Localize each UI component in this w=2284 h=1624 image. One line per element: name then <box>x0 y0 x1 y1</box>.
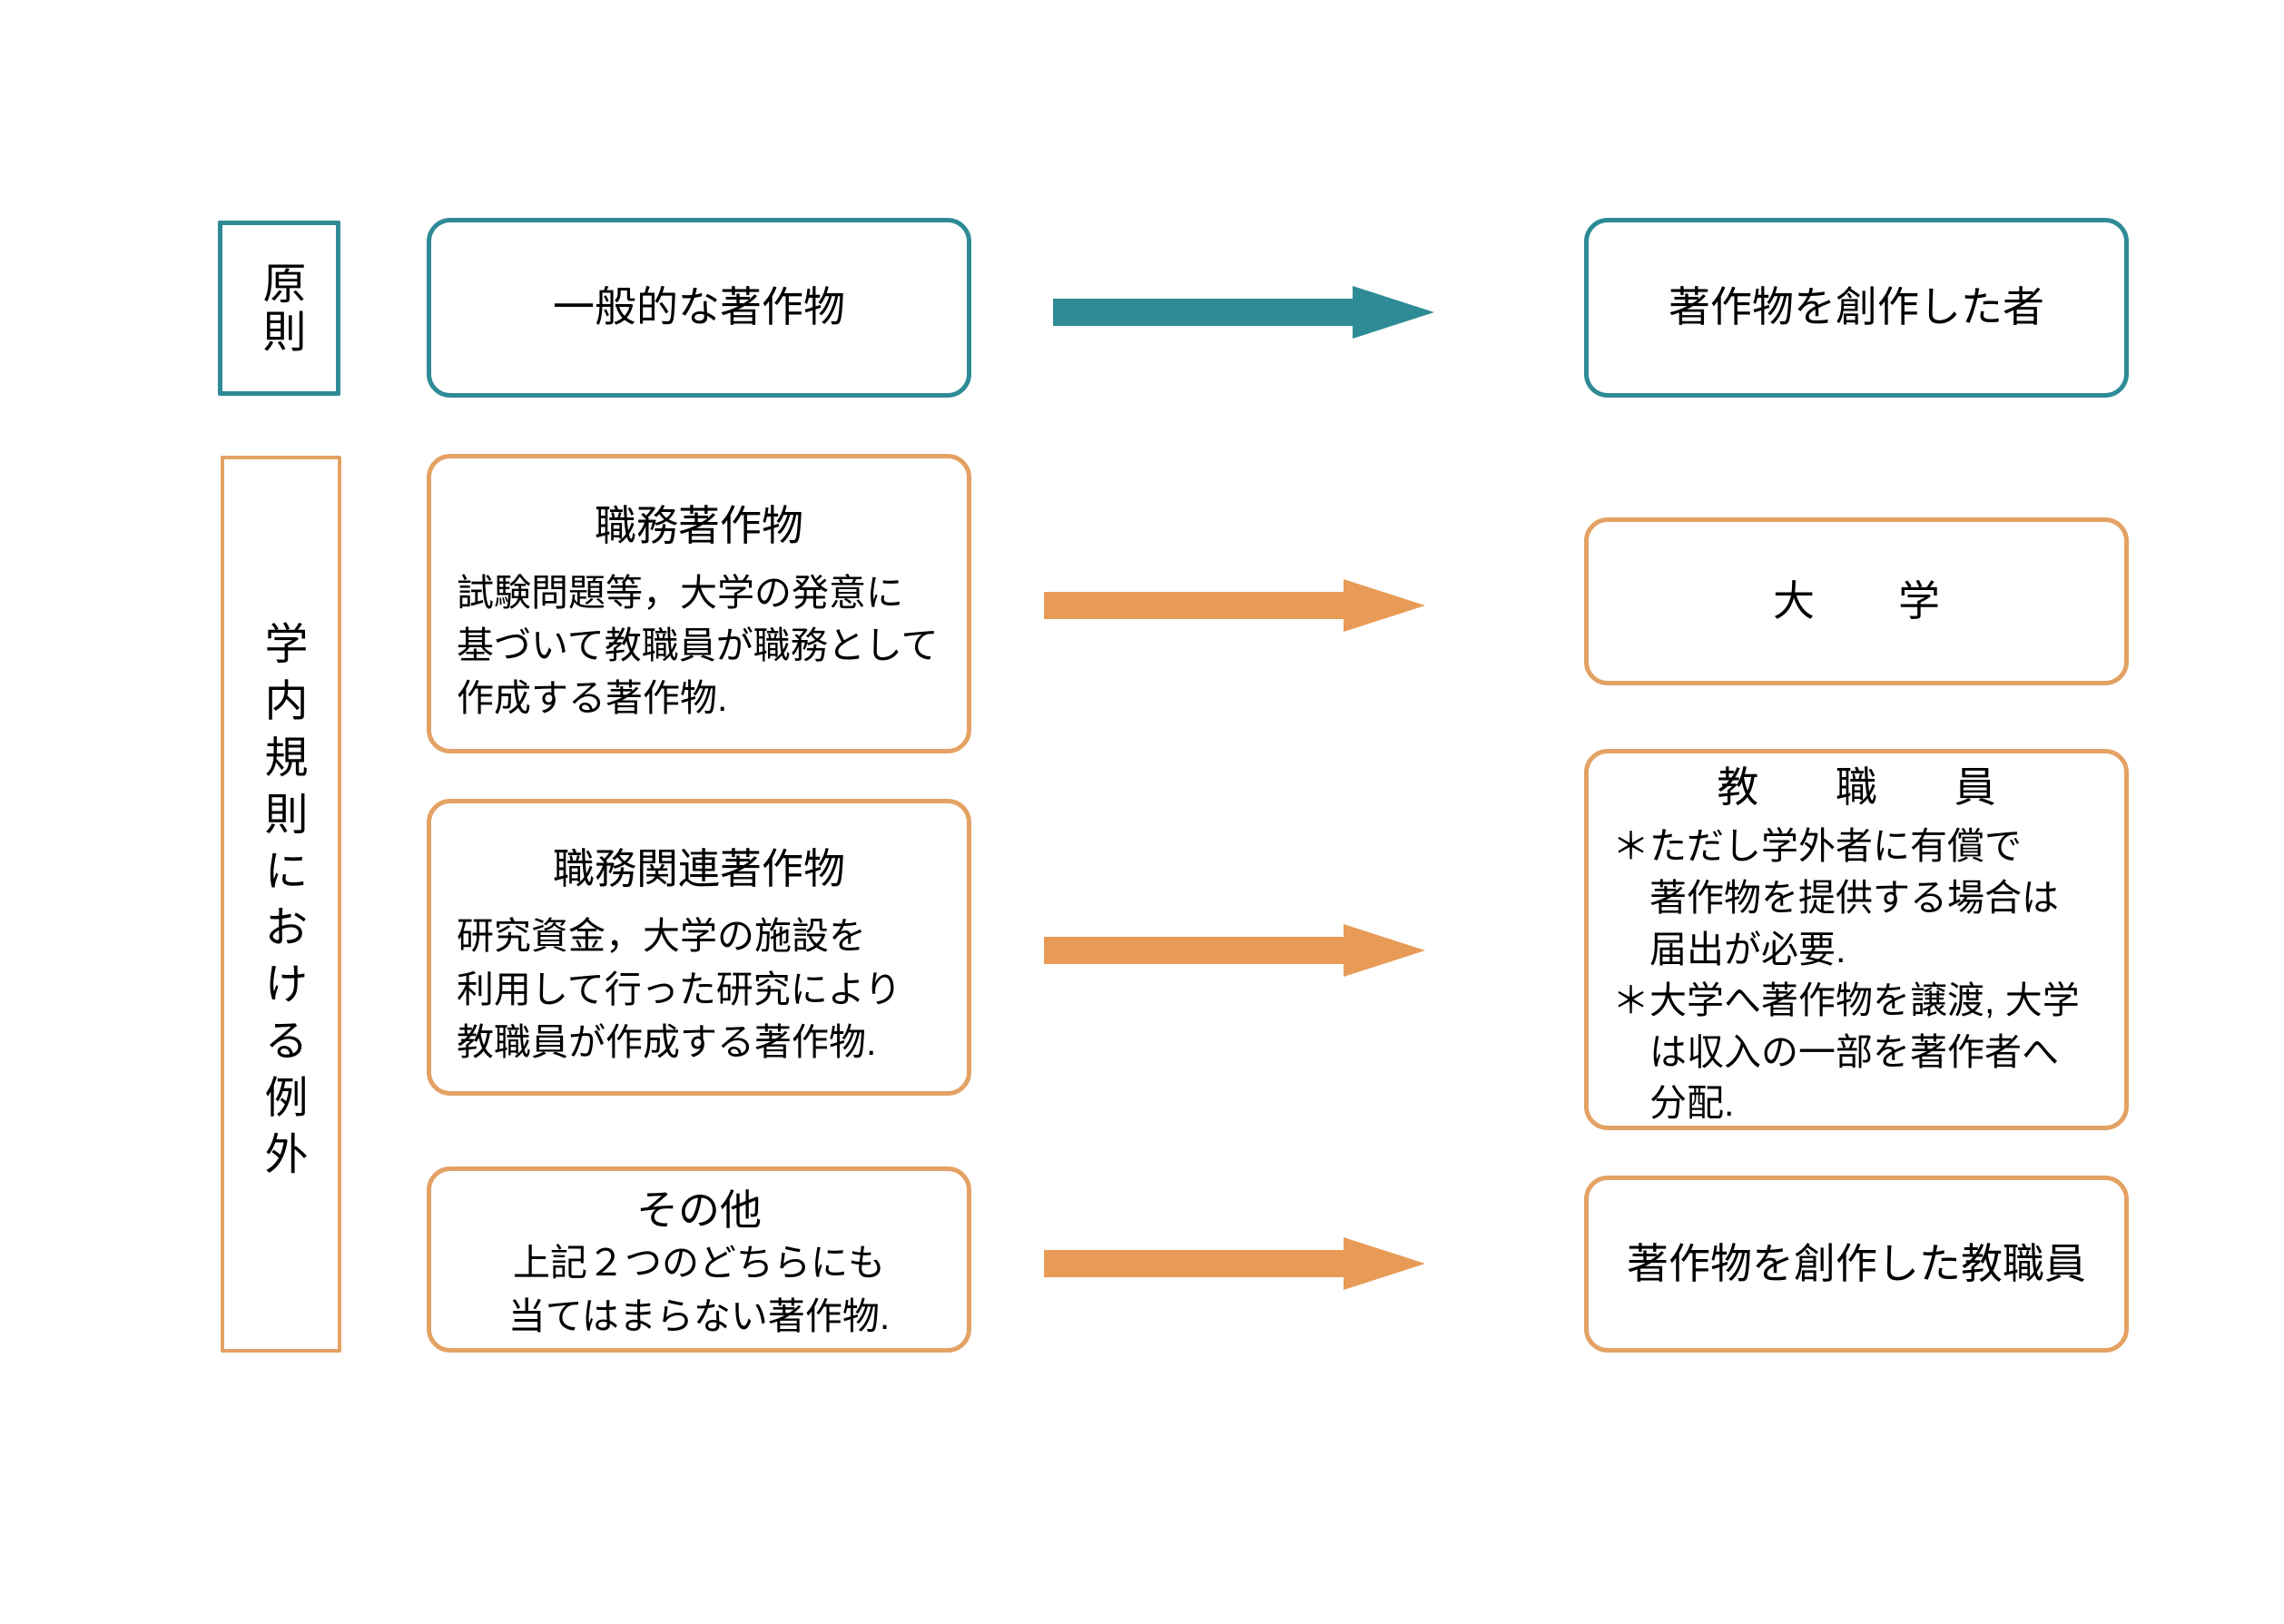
card-staff-notes: ＊ただし学外者に有償で 著作物を提供する場合は 届出が必要. ＊大学へ著作物を譲… <box>1612 825 2080 1125</box>
card-creator-staff-title: 著作物を創作した教職員 <box>1627 1239 2086 1287</box>
arrow-right-orange-duty-related <box>1044 924 1425 977</box>
card-creator-title: 著作物を創作した者 <box>1669 283 2044 331</box>
card-other-work: その他 上記２つのどちらにも 当てはまらない著作物. <box>427 1166 971 1353</box>
card-university-title: 大 学 <box>1773 576 1940 625</box>
card-general-work: 一般的な著作物 <box>427 218 971 398</box>
category-label-exception: 学内規則における例外 <box>221 456 341 1353</box>
arrow-right-orange-duty <box>1044 579 1425 632</box>
card-creator: 著作物を創作した者 <box>1584 218 2129 398</box>
card-general-work-title: 一般的な著作物 <box>553 283 845 331</box>
card-other-work-body: 上記２つのどちらにも 当てはまらない著作物. <box>507 1242 891 1337</box>
card-creator-staff: 著作物を創作した教職員 <box>1584 1176 2129 1353</box>
category-label-principle: 原則 <box>218 221 340 396</box>
category-label-principle-text: 原則 <box>255 260 304 357</box>
arrow-right-teal-general <box>1053 286 1434 339</box>
category-label-exception-text: 学内規則における例外 <box>257 621 306 1187</box>
card-duty-work: 職務著作物 試験問題等，大学の発意に 基づいて教職員が職務として 作成する著作物… <box>427 454 971 753</box>
card-duty-related-work-body: 研究資金，大学の施設を 利用して行った研究により 教職員が作成する著作物. <box>457 915 901 1063</box>
card-university: 大 学 <box>1584 517 2129 685</box>
card-duty-work-body: 試験問題等，大学の発意に 基づいて教職員が職務として 作成する著作物. <box>457 571 939 720</box>
card-other-work-title: その他 <box>636 1186 762 1235</box>
card-staff: 教 職 員 ＊ただし学外者に有償で 著作物を提供する場合は 届出が必要. ＊大学… <box>1584 749 2129 1130</box>
card-duty-work-title: 職務著作物 <box>595 501 803 549</box>
card-duty-related-work-title: 職務関連著作物 <box>553 845 845 893</box>
arrow-right-orange-other <box>1044 1237 1425 1290</box>
card-staff-title: 教 職 員 <box>1717 763 2013 812</box>
card-duty-related-work: 職務関連著作物 研究資金，大学の施設を 利用して行った研究により 教職員が作成す… <box>427 799 971 1096</box>
